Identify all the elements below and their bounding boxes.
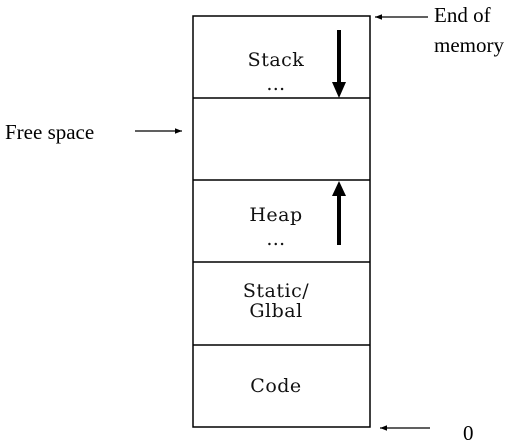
stack-ellipsis: … bbox=[266, 73, 286, 95]
heap-growth-arrow bbox=[332, 181, 346, 245]
code-label: Code bbox=[250, 375, 301, 397]
heap-ellipsis: … bbox=[266, 228, 286, 250]
stack-label: Stack bbox=[248, 49, 305, 71]
global-label: Glbal bbox=[249, 300, 302, 322]
heap-label: Heap bbox=[249, 204, 302, 226]
end-of-memory-label-line2: memory bbox=[434, 33, 504, 57]
stack-growth-arrow bbox=[332, 30, 346, 98]
address-zero-label: 0 bbox=[463, 421, 474, 445]
static-label: Static/ bbox=[243, 280, 309, 302]
end-of-memory-label-line1: End of bbox=[434, 3, 491, 27]
free-space-label: Free space bbox=[5, 120, 94, 144]
memory-column bbox=[192, 15, 371, 428]
